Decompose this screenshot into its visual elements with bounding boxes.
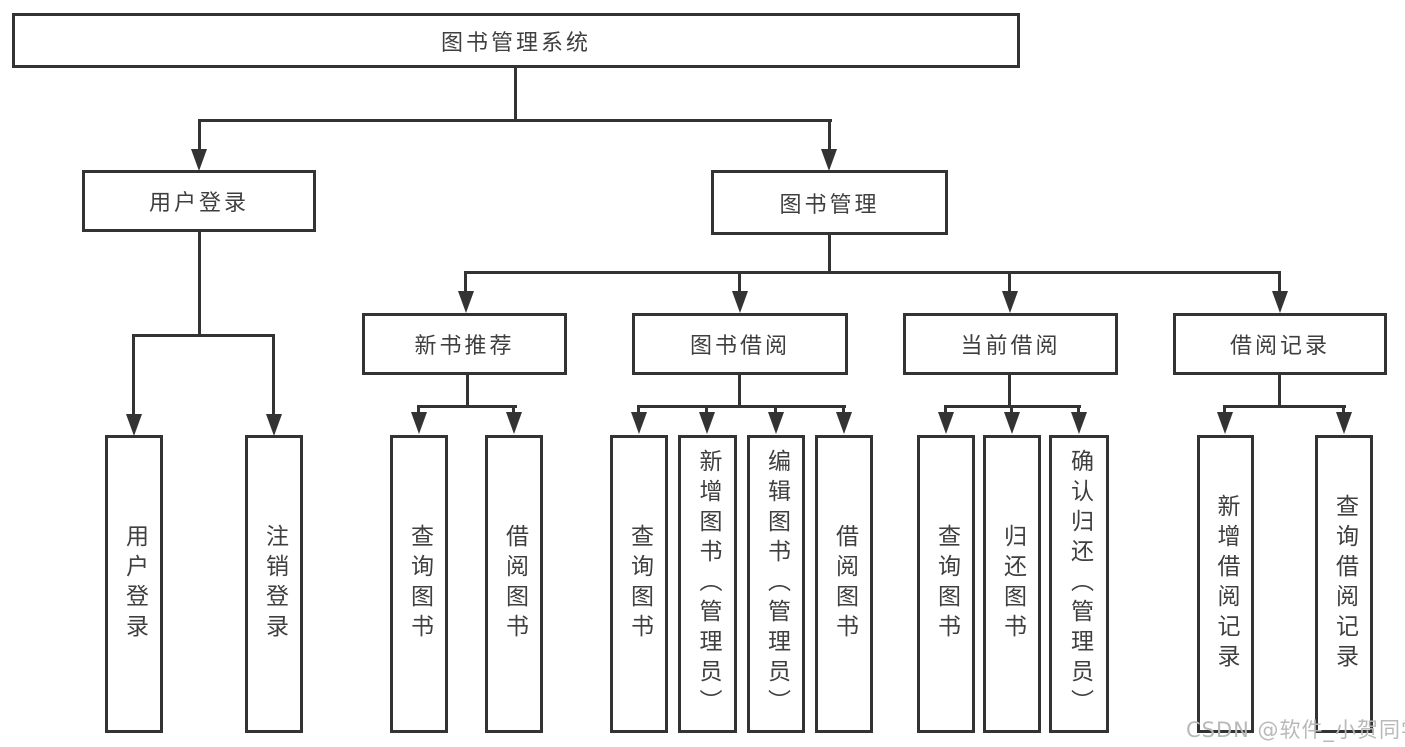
leaf-current-confirm-return-admin: 确认归还（管理员） bbox=[1049, 435, 1109, 733]
connector-line bbox=[1278, 271, 1281, 293]
connector-arrow bbox=[506, 412, 522, 434]
watermark-csdn: CSDN @软件_小贺同学 bbox=[1186, 718, 1405, 742]
node-book-borrowing: 图书借阅 bbox=[632, 313, 848, 375]
leaf-current-return-books: 归还图书 bbox=[983, 435, 1041, 733]
leaf-current-query-books: 查询图书 bbox=[917, 435, 975, 733]
connector-line bbox=[417, 405, 517, 408]
leaf-borrow-borrow-books: 借阅图书 bbox=[815, 435, 873, 733]
connector-line bbox=[842, 405, 845, 415]
connector-arrow bbox=[821, 149, 837, 171]
connector-line bbox=[198, 119, 201, 153]
connector-arrow bbox=[126, 414, 142, 436]
node-label: 编辑图书（管理员） bbox=[763, 449, 790, 719]
connector-line bbox=[417, 405, 420, 415]
connector-line bbox=[1223, 405, 1346, 408]
connector-line bbox=[466, 375, 469, 408]
connector-arrow bbox=[699, 412, 715, 434]
node-label: 查询图书 bbox=[933, 524, 960, 644]
node-label: 借阅记录 bbox=[1229, 334, 1330, 359]
leaf-newbook-query-books: 查询图书 bbox=[390, 435, 448, 733]
connector-line bbox=[132, 334, 275, 337]
connector-line bbox=[774, 405, 777, 415]
node-label: 图书管理系统 bbox=[440, 30, 591, 56]
connector-line bbox=[705, 405, 708, 415]
connector-line bbox=[637, 405, 846, 408]
connector-line bbox=[828, 235, 831, 273]
leaf-borrow-query-books: 查询图书 bbox=[610, 435, 668, 733]
connector-arrow bbox=[768, 412, 784, 434]
node-current-borrowing: 当前借阅 bbox=[903, 313, 1118, 375]
connector-line bbox=[1278, 375, 1281, 408]
connector-arrow bbox=[836, 412, 852, 434]
connector-arrow bbox=[1217, 412, 1233, 434]
node-label: 借阅图书 bbox=[501, 524, 528, 644]
node-label: 图书借阅 bbox=[689, 334, 790, 359]
connector-arrow bbox=[1272, 291, 1288, 313]
connector-arrow bbox=[938, 412, 954, 434]
connector-line bbox=[738, 271, 741, 293]
connector-line bbox=[738, 375, 741, 408]
leaf-records-add-record: 新增借阅记录 bbox=[1197, 435, 1254, 733]
connector-arrow bbox=[1002, 291, 1018, 313]
connector-arrow bbox=[411, 412, 427, 434]
node-label: 确认归还（管理员） bbox=[1066, 449, 1093, 719]
node-label: 查询借阅记录 bbox=[1331, 494, 1358, 674]
connector-line bbox=[944, 405, 947, 415]
connector-line bbox=[1342, 405, 1345, 415]
connector-arrow bbox=[1004, 412, 1020, 434]
node-borrowing-records: 借阅记录 bbox=[1173, 313, 1387, 375]
connector-line bbox=[637, 405, 640, 415]
connector-arrow bbox=[191, 149, 207, 171]
connector-line bbox=[512, 405, 515, 415]
connector-line bbox=[272, 334, 275, 416]
leaf-newbook-borrow-books: 借阅图书 bbox=[485, 435, 543, 733]
connector-arrow bbox=[1071, 412, 1087, 434]
node-label: 归还图书 bbox=[999, 524, 1026, 644]
leaf-logout: 注销登录 bbox=[245, 435, 303, 733]
node-book-management: 图书管理 bbox=[711, 170, 948, 235]
node-label: 新增图书（管理员） bbox=[695, 449, 721, 719]
node-label: 新增借阅记录 bbox=[1213, 494, 1239, 674]
connector-line bbox=[464, 271, 467, 293]
node-label: 查询图书 bbox=[406, 524, 433, 644]
leaf-borrow-add-books-admin: 新增图书（管理员） bbox=[678, 435, 737, 733]
connector-line bbox=[1223, 405, 1226, 415]
leaf-records-query-record: 查询借阅记录 bbox=[1315, 435, 1373, 733]
leaf-borrow-edit-books-admin: 编辑图书（管理员） bbox=[747, 435, 805, 733]
connector-line bbox=[1010, 405, 1013, 415]
node-label: 新书推荐 bbox=[414, 334, 515, 359]
connector-line bbox=[514, 66, 517, 122]
node-label: 用户登录 bbox=[148, 191, 249, 216]
connector-line bbox=[198, 119, 832, 122]
node-label: 当前借阅 bbox=[960, 334, 1061, 359]
node-root: 图书管理系统 bbox=[12, 13, 1020, 68]
node-label: 用户登录 bbox=[121, 524, 148, 644]
connector-line bbox=[464, 271, 1281, 274]
node-label: 图书管理 bbox=[779, 192, 880, 218]
connector-line bbox=[1077, 405, 1080, 415]
node-label: 注销登录 bbox=[261, 524, 288, 644]
connector-line bbox=[1008, 375, 1011, 408]
connector-line bbox=[132, 334, 135, 416]
connector-arrow bbox=[732, 291, 748, 313]
connector-arrow bbox=[631, 412, 647, 434]
node-new-book-recommend: 新书推荐 bbox=[362, 313, 567, 375]
connector-line bbox=[198, 232, 201, 336]
connector-arrow bbox=[266, 414, 282, 436]
node-label: 借阅图书 bbox=[831, 524, 858, 644]
connector-line bbox=[828, 119, 831, 153]
connector-arrow bbox=[1336, 412, 1352, 434]
connector-arrow bbox=[458, 291, 474, 313]
connector-line bbox=[1008, 271, 1011, 293]
node-label: 查询图书 bbox=[626, 524, 653, 644]
leaf-user-login: 用户登录 bbox=[105, 435, 163, 733]
node-user-login: 用户登录 bbox=[82, 170, 316, 232]
